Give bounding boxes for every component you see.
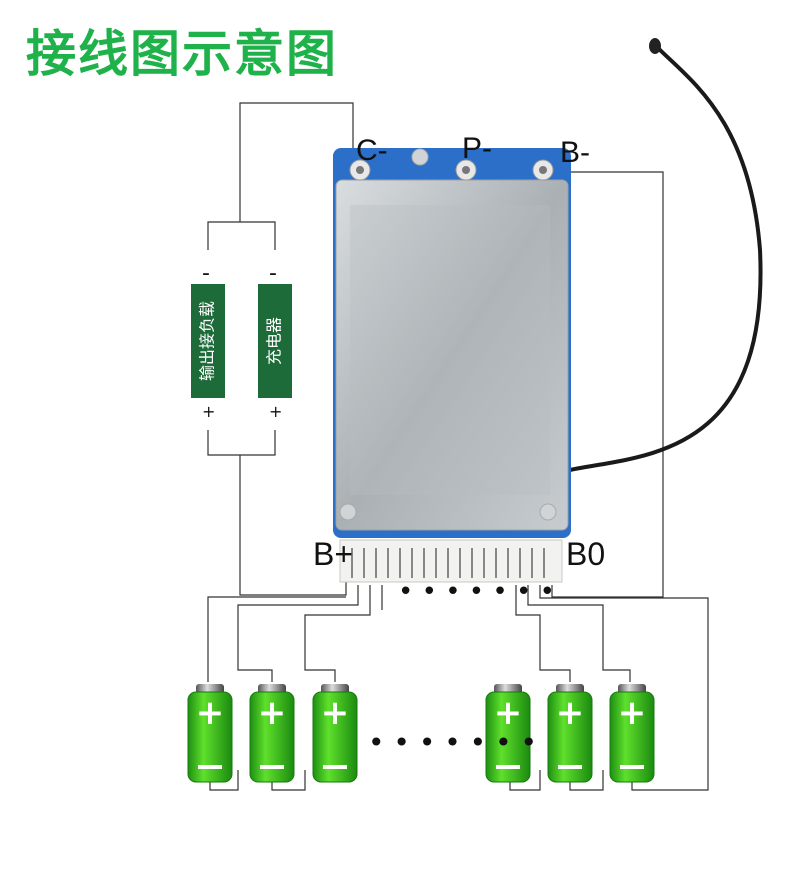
terminal-b-plus: B+ — [313, 536, 353, 572]
battery-plus-symbol: + — [258, 693, 287, 733]
battery-cell: + — [485, 684, 531, 783]
battery-plus-symbol: + — [556, 693, 585, 733]
battery-minus-symbol — [198, 765, 222, 769]
thermistor-cable — [569, 46, 763, 472]
battery-minus-symbol — [620, 765, 644, 769]
battery-cell: + — [547, 684, 593, 783]
load-charger-label: 充电器 — [265, 317, 284, 365]
terminal-c-minus: C- — [356, 134, 388, 167]
battery-minus-symbol — [496, 765, 520, 769]
load-output-label: 输出接负载 — [198, 301, 217, 381]
balance-connector — [339, 539, 563, 583]
battery-plus-symbol: + — [494, 693, 523, 733]
load-output: - 输出接负载 + — [191, 261, 225, 421]
battery-plus-symbol: + — [618, 693, 647, 733]
load-output-plus: + — [202, 402, 215, 421]
page-title: 接线图示意图 — [26, 25, 338, 83]
terminal-p-minus: P- — [462, 132, 492, 165]
battery-cell: + — [312, 684, 358, 783]
cells-ellipsis: • • • • • • • — [368, 726, 537, 759]
battery-cell: + — [249, 684, 295, 783]
load-charger-plus: + — [269, 402, 282, 421]
battery-plus-symbol: + — [321, 693, 350, 733]
terminal-b-minus: B- — [560, 136, 590, 169]
battery-cell: + — [187, 684, 233, 783]
wires — [207, 102, 709, 791]
battery-plus-symbol: + — [196, 693, 225, 733]
connector-ellipsis: • • • • • • • — [398, 577, 555, 607]
battery-minus-symbol — [323, 765, 347, 769]
bms-board — [333, 148, 571, 538]
load-charger-minus: - — [269, 261, 277, 286]
load-output-minus: - — [202, 261, 210, 286]
battery-cells: + + + + + + — [187, 684, 655, 783]
battery-minus-symbol — [558, 765, 582, 769]
battery-cell: + — [609, 684, 655, 783]
load-charger: - 充电器 + — [258, 261, 292, 421]
battery-minus-symbol — [260, 765, 284, 769]
terminal-b0: B0 — [566, 536, 605, 572]
thermistor-probe — [649, 38, 661, 54]
